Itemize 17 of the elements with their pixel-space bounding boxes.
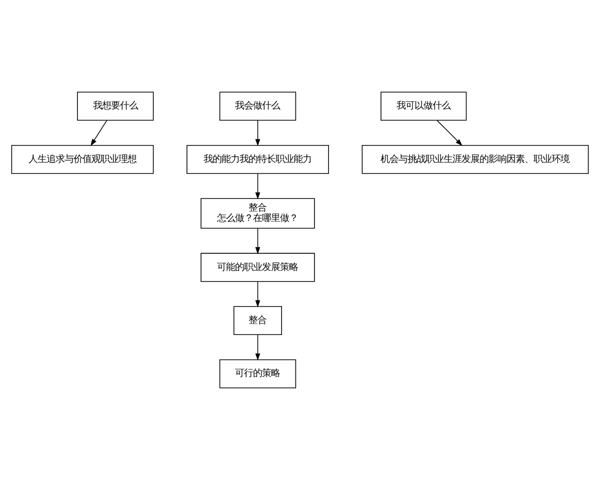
arrow bbox=[436, 120, 462, 146]
arrow bbox=[255, 334, 260, 361]
node-box: 整合 怎么做？在哪里做？ bbox=[200, 198, 315, 229]
node-box: 我可以做什么 bbox=[380, 92, 467, 121]
node-box: 人生追求与价值观职业理想 bbox=[11, 144, 154, 174]
node-box: 可能的职业发展策略 bbox=[200, 252, 315, 282]
node-box: 我的能力我的特长职业能力 bbox=[186, 144, 329, 174]
arrow bbox=[90, 120, 108, 146]
node-box: 我想要什么 bbox=[77, 92, 154, 121]
arrow bbox=[255, 228, 260, 254]
arrow bbox=[255, 281, 260, 308]
arrow bbox=[255, 173, 260, 200]
node-box: 机会与挑战职业生涯发展的影响因素、职业环境 bbox=[362, 144, 589, 174]
node-box: 整合 bbox=[234, 306, 282, 336]
node-box: 我会做什么 bbox=[219, 92, 296, 121]
node-box: 可行的策略 bbox=[219, 359, 296, 388]
arrow bbox=[255, 120, 260, 146]
